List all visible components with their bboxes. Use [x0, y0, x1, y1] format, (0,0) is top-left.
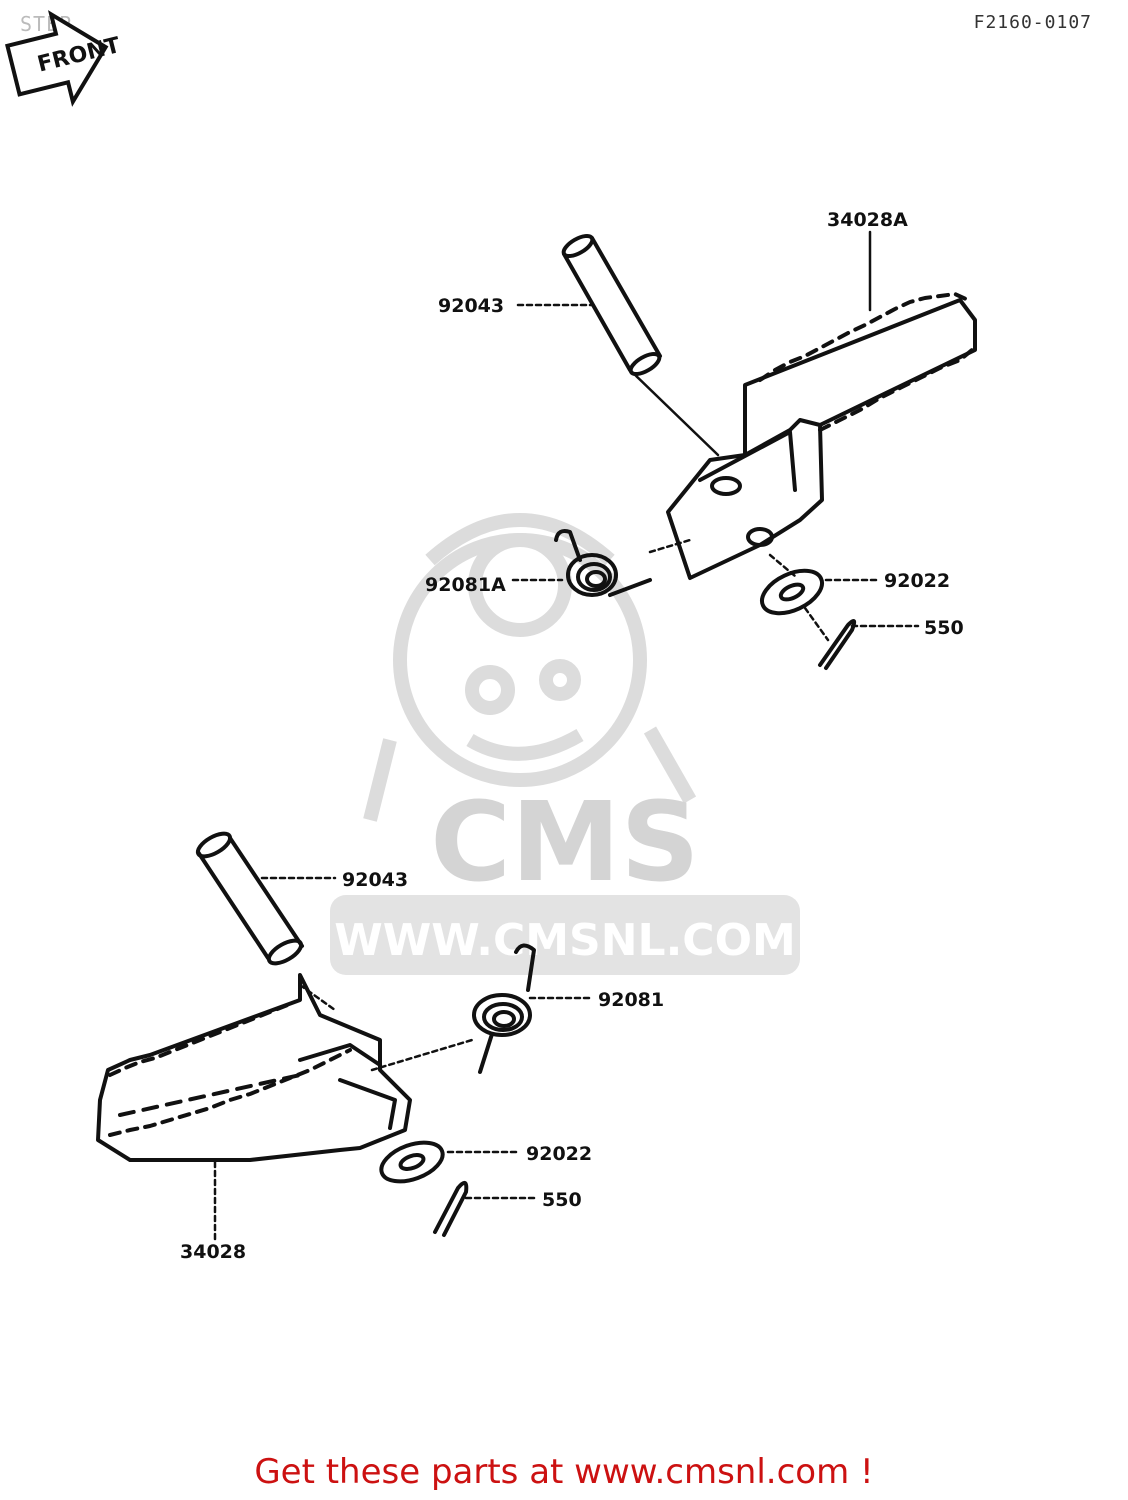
upper-washer-drawing: [760, 568, 824, 616]
upper-pin-drawing: [561, 233, 662, 377]
label-upper-step: 34028A: [827, 209, 908, 231]
label-lower-cotter-pin: 550: [542, 1189, 582, 1211]
watermark: CMS WWW.CMSNL.COM: [330, 513, 800, 975]
front-arrow: FRONT: [5, 10, 123, 107]
lower-step-drawing: [96, 973, 412, 1162]
lower-spring-drawing: [472, 943, 536, 1074]
diagram-code: F2160-0107: [973, 12, 1092, 33]
label-lower-pin: 92043: [342, 869, 408, 891]
watermark-brand: CMS: [430, 778, 699, 906]
label-upper-spring: 92081A: [425, 574, 506, 596]
label-lower-step: 34028: [180, 1241, 246, 1263]
mascot-logo: [363, 513, 697, 822]
lower-assembly: [96, 831, 592, 1242]
watermark-url: WWW.CMSNL.COM: [334, 915, 796, 966]
lower-washer-drawing: [379, 1140, 445, 1184]
lower-cotter-pin-drawing: [433, 1180, 469, 1237]
label-upper-pin: 92043: [438, 295, 504, 317]
footer-link[interactable]: Get these parts at www.cmsnl.com !: [254, 1452, 874, 1492]
upper-step-drawing: [666, 292, 977, 580]
lower-pin-drawing: [195, 831, 304, 966]
parts-diagram: CMS WWW.CMSNL.COM FRONT: [5, 10, 977, 1263]
label-lower-washer: 92022: [526, 1143, 592, 1165]
label-upper-washer: 92022: [884, 570, 950, 592]
upper-spring-drawing: [554, 529, 652, 597]
watermark-banner: [330, 895, 800, 975]
upper-assembly: [511, 230, 977, 670]
upper-cotter-pin-drawing: [818, 619, 857, 670]
label-lower-spring: 92081: [598, 989, 664, 1011]
label-upper-cotter-pin: 550: [924, 617, 964, 639]
